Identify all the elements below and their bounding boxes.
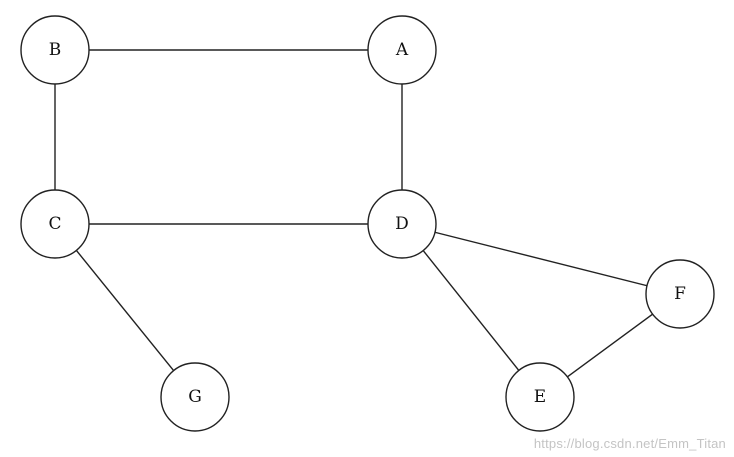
node-label: F [674, 284, 686, 304]
node-f: F [645, 259, 715, 329]
node-circle [20, 189, 90, 259]
edge-c-g [54, 223, 196, 398]
edge-d-e [401, 223, 541, 398]
nodes-layer: A B C D E F G [20, 15, 715, 432]
node-label: G [188, 387, 202, 407]
node-circle [160, 362, 230, 432]
node-circle [367, 15, 437, 85]
node-label: C [48, 214, 61, 234]
node-e: E [505, 362, 575, 432]
node-label: D [395, 214, 409, 234]
node-label: E [534, 387, 546, 407]
node-label: A [395, 40, 409, 60]
node-c: C [20, 189, 90, 259]
node-g: G [160, 362, 230, 432]
node-d: D [367, 189, 437, 259]
node-circle [645, 259, 715, 329]
watermark-text: https://blog.csdn.net/Emm_Titan [533, 436, 726, 451]
edge-d-f [401, 223, 681, 295]
node-circle [505, 362, 575, 432]
node-circle [20, 15, 90, 85]
node-a: A [367, 15, 437, 85]
node-label: B [49, 40, 62, 60]
node-circle [367, 189, 437, 259]
node-b: B [20, 15, 90, 85]
